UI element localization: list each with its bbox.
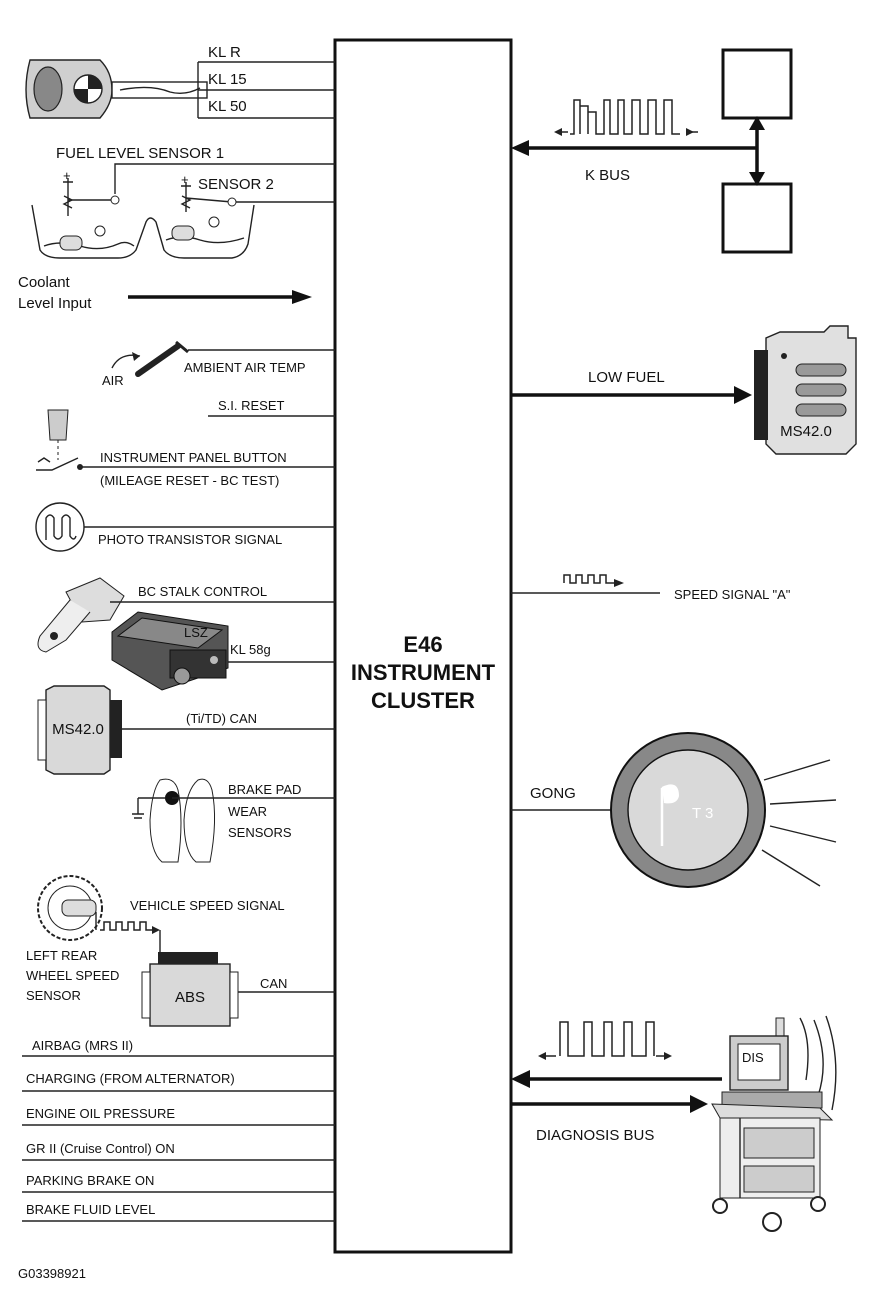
- ms42-left-label: MS42.0: [52, 721, 104, 738]
- t3-label: T 3: [692, 805, 713, 822]
- kbus-module-bottom: [721, 182, 793, 254]
- lrw-label-3: SENSOR: [26, 988, 81, 1003]
- diagnosis-waveform: [559, 1021, 655, 1057]
- abs-module: [141, 952, 239, 1027]
- can-label: CAN: [260, 976, 287, 991]
- diagnosis-label: DIAGNOSIS BUS: [536, 1127, 654, 1144]
- lsz-module-icon: [111, 611, 229, 691]
- photo-transistor-icon: [35, 502, 85, 552]
- ms42-right-label: MS42.0: [780, 423, 832, 440]
- svg-text:+: +: [63, 168, 71, 183]
- panel-button-sub-label: (MILEAGE RESET - BC TEST): [100, 473, 279, 488]
- ms42-left-module: [37, 685, 122, 775]
- lrw-label-2: WHEEL SPEED: [26, 968, 119, 983]
- charging-label: CHARGING (FROM ALTERNATOR): [26, 1071, 235, 1086]
- kl58g-label: KL 58g: [230, 642, 271, 657]
- gong-label: GONG: [530, 785, 576, 802]
- cluster-title-line1: E46: [403, 632, 442, 657]
- kbus-module-top: [721, 48, 793, 120]
- kbus-waveform: [570, 99, 680, 135]
- kl-r-label: KL R: [208, 44, 241, 61]
- parking-label: PARKING BRAKE ON: [26, 1173, 154, 1188]
- kl-50-label: KL 50: [208, 98, 247, 115]
- brake-pad-label-1: BRAKE PAD: [228, 782, 301, 797]
- airbag-label: AIRBAG (MRS II): [32, 1038, 133, 1053]
- vss-waveform: [100, 921, 152, 931]
- coolant-label-2: Level Input: [18, 295, 92, 312]
- fuel-sensor-1-line: [114, 163, 335, 194]
- brake-pad-icon: [132, 778, 216, 863]
- cluster-title-line2: INSTRUMENT: [351, 660, 496, 685]
- photo-transistor-label: PHOTO TRANSISTOR SIGNAL: [98, 532, 282, 547]
- wheel-speed-sensor-icon: [37, 875, 103, 941]
- svg-text:+: +: [181, 172, 189, 187]
- fuel-tank-icon: + +: [31, 168, 255, 259]
- lrw-label-1: LEFT REAR: [26, 948, 97, 963]
- abs-label: ABS: [175, 989, 205, 1006]
- bc-stalk-icon: [37, 577, 125, 653]
- brake-fluid-label: BRAKE FLUID LEVEL: [26, 1202, 155, 1217]
- panel-button-label: INSTRUMENT PANEL BUTTON: [100, 450, 287, 465]
- ignition-key-icon: [25, 59, 208, 119]
- ms42-right-module: [754, 325, 857, 455]
- brake-pad-label-3: SENSORS: [228, 825, 292, 840]
- air-label: AIR: [102, 373, 124, 388]
- cluster-title-line3: CLUSTER: [371, 688, 475, 713]
- brake-pad-label-2: WEAR: [228, 804, 267, 819]
- kl-15-label: KL 15: [208, 71, 247, 88]
- figure-id: G03398921: [18, 1266, 86, 1281]
- sensor-2-label: SENSOR 2: [198, 176, 274, 193]
- fuel-sensor-1-label: FUEL LEVEL SENSOR 1: [56, 145, 224, 162]
- panel-button-icon: [36, 409, 83, 471]
- titd-can-label: (Ti/TD) CAN: [186, 711, 257, 726]
- vss-label: VEHICLE SPEED SIGNAL: [130, 898, 285, 913]
- gong-speaker-icon: [610, 732, 837, 888]
- coolant-label-1: Coolant: [18, 274, 71, 291]
- oil-label: ENGINE OIL PRESSURE: [26, 1106, 175, 1121]
- instrument-cluster-box: [333, 38, 513, 1254]
- speed-a-label: SPEED SIGNAL "A": [674, 587, 791, 602]
- ambient-temp-label: AMBIENT AIR TEMP: [184, 360, 306, 375]
- bc-stalk-label: BC STALK CONTROL: [138, 584, 267, 599]
- cruise-label: GR II (Cruise Control) ON: [26, 1141, 175, 1156]
- dis-label: DIS: [742, 1050, 764, 1065]
- lsz-label: LSZ: [184, 625, 208, 640]
- kbus-label: K BUS: [585, 167, 630, 184]
- speed-a-waveform: [563, 574, 614, 584]
- low-fuel-label: LOW FUEL: [588, 369, 665, 386]
- temp-sensor-icon: [111, 340, 189, 377]
- dis-tester-icon: [711, 1015, 837, 1232]
- si-reset-label: S.I. RESET: [218, 398, 285, 413]
